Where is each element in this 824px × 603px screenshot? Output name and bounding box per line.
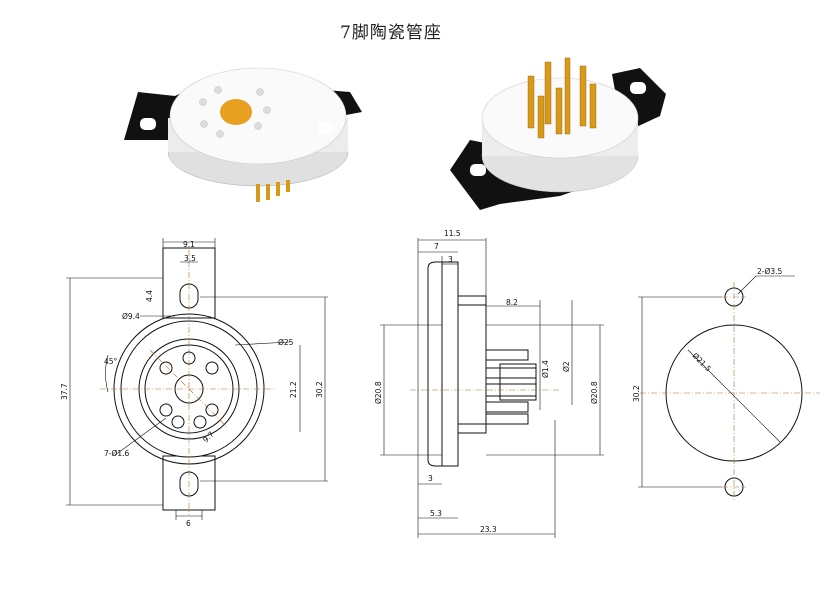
dim-tab-width: 9.1 [183, 240, 195, 249]
render-socket-bottom [450, 57, 666, 210]
front-view: 9.1 3.5 4.4 Ø9.4 Ø25 45° 21.2 30.2 37.7 … [60, 238, 328, 528]
dim-pin-dia2: Ø2 [562, 361, 571, 372]
render-socket-top [124, 67, 362, 202]
dim-base-step: 3 [428, 474, 433, 483]
dim-body-dia-right: Ø20.8 [590, 381, 599, 404]
drawing-title: 7脚陶瓷管座 [340, 23, 442, 43]
dim-mount-holes: 2-Ø3.5 [757, 267, 783, 276]
dim-angle: 45° [104, 357, 118, 366]
dim-overall-height: 37.7 [60, 383, 69, 400]
dim-pin-offset: 8.2 [506, 298, 518, 307]
dim-outer-dia: Ø25 [278, 338, 294, 347]
dim-top-width: 11.5 [444, 229, 461, 238]
dim-tab-hole: Ø9.4 [122, 312, 140, 321]
dim-flange-width: 7 [434, 242, 439, 251]
dim-body-height: 21.2 [289, 381, 298, 398]
dim-hole-pitch: 30.2 [315, 381, 324, 398]
dim-body-dia-left: Ø20.8 [374, 381, 383, 404]
dim-slot-height: 4.4 [145, 290, 154, 302]
dim-flange-step: 3 [448, 255, 453, 264]
dim-pin-dia: Ø1.4 [541, 360, 550, 378]
dim-cutout-dia: Ø21.5 [691, 351, 714, 374]
dim-overall-length: 23.3 [480, 525, 497, 534]
dim-bottom-slot: 6 [186, 519, 191, 528]
side-view: 11.5 7 3 8.2 Ø1.4 Ø2 Ø20.8 Ø20.8 3 5.3 2… [374, 229, 604, 538]
dim-pin-holes: 7-Ø1.6 [104, 449, 130, 458]
dim-cutout-hole-pitch: 30.2 [632, 385, 641, 402]
cutout-view: 2-Ø3.5 Ø21.5 30.2 [632, 267, 820, 500]
dim-slot-width: 3.5 [184, 254, 196, 263]
dim-base-width: 5.3 [430, 509, 442, 518]
